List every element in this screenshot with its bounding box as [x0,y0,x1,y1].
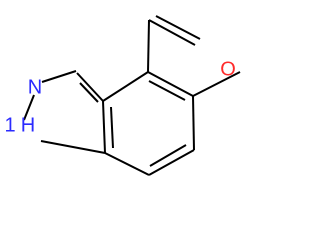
oxygen-label: O [220,58,236,80]
bond-c5-c6 [192,95,195,151]
atom-label-layer: N 1 H N O [4,58,235,136]
bond-c4-c5-inner [148,80,186,101]
nitrogen-label: N [28,76,42,98]
bond-c6-c7 [148,149,195,176]
bond-c3-c3a-inner [79,82,99,103]
bond-cho-o [148,19,196,46]
bond-c3a-c7a [102,100,106,154]
molecule-structure-diagram: N 1 H N O [4,15,241,176]
bond-c4-c5 [147,71,194,97]
bond-c6-c7-inner [149,144,187,167]
bond-n2-c3 [41,70,77,83]
bond-cho-o-inner [155,15,201,40]
bond-c3-c3a [76,72,104,102]
nh-prefix-label: 1 [4,114,15,136]
bond-c4-cho [147,19,150,73]
bond-c5-methyl [192,71,241,97]
bond-n2-n1 [23,94,35,121]
bond-c3a-c4 [102,71,149,102]
bond-layer [23,15,241,176]
bond-c3a-c7a-inner [110,106,114,149]
bond-n1-c7a [40,140,106,154]
nh-hydrogen-label: H [21,114,35,136]
bond-c7-c7a [104,152,150,176]
